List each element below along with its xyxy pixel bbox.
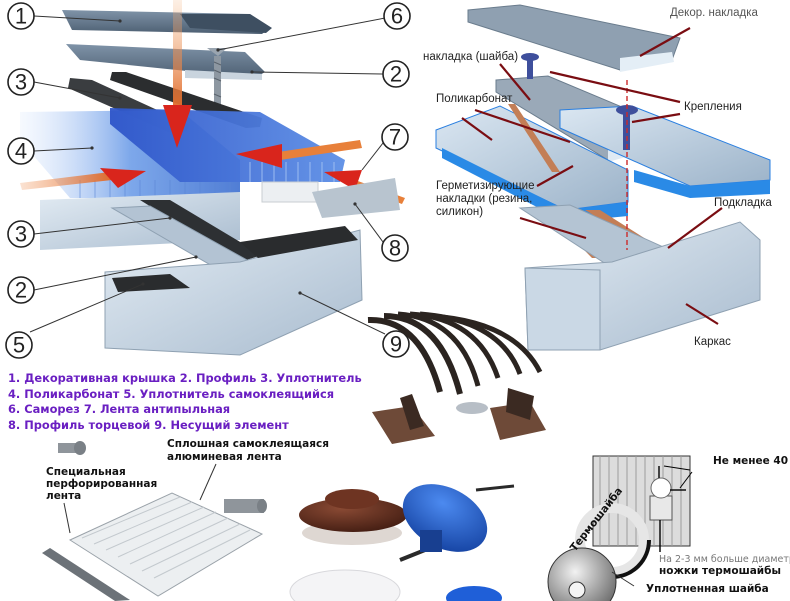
parts-legend: 1. Декоративная крышка 2. Профиль 3. Упл… bbox=[8, 371, 362, 433]
callout-2-lower: 2 bbox=[7, 255, 198, 304]
label-underlay: Подкладка bbox=[714, 197, 772, 209]
callout-7: 7 bbox=[361, 123, 409, 171]
label-solid-tape-2: алюминевая лента bbox=[167, 451, 282, 463]
label-sealing-1: Герметизирующие bbox=[436, 180, 534, 192]
svg-text:2: 2 bbox=[15, 278, 27, 303]
part-screw bbox=[207, 48, 227, 116]
part-self-adhesive-seal-left bbox=[112, 274, 190, 292]
callout-5: 5 bbox=[5, 282, 145, 359]
thermowashers-photo bbox=[289, 484, 515, 601]
callout-3-lower: 3 bbox=[7, 216, 172, 248]
blue-cap bbox=[446, 586, 502, 601]
end-profile-strip bbox=[42, 548, 130, 601]
exploded-view bbox=[20, 0, 405, 356]
svg-text:5: 5 bbox=[13, 333, 25, 358]
callout-1: 1 bbox=[7, 2, 122, 30]
svg-text:6: 6 bbox=[391, 4, 403, 29]
callout-9: 9 bbox=[298, 291, 410, 358]
callout-6: 6 bbox=[216, 2, 411, 52]
callout-4: 4 bbox=[7, 137, 94, 165]
bracket-left bbox=[372, 394, 435, 444]
brown-thermowasher bbox=[299, 489, 407, 545]
callout-3-top: 3 bbox=[7, 68, 122, 100]
legend-line-3: 6. Саморез 7. Лента антипыльная bbox=[8, 402, 231, 416]
arrow-down bbox=[163, 0, 192, 148]
arched-profiles-kit bbox=[367, 311, 546, 444]
label-decor-cover: Декор. накладка bbox=[670, 7, 759, 19]
tape-diagram: Сплошная самоклеящаяся алюминевая лента … bbox=[42, 438, 329, 601]
legend-line-1: 1. Декоративная крышка 2. Профиль 3. Упл… bbox=[8, 371, 362, 385]
label-washer-cover: накладка (шайба) bbox=[423, 51, 518, 63]
callout-8: 8 bbox=[353, 202, 409, 262]
aluminium-tape-roll bbox=[224, 499, 267, 513]
bracket-right bbox=[490, 388, 546, 440]
label-frame: Каркас bbox=[694, 336, 731, 348]
blue-thermowasher bbox=[399, 484, 515, 562]
white-washer bbox=[289, 569, 401, 601]
label-fasteners: Крепления bbox=[684, 101, 742, 113]
label-sealed-washer: Уплотненная шайба bbox=[646, 583, 769, 595]
label-solid-tape-1: Сплошная самоклеящаяся bbox=[167, 438, 329, 450]
svg-text:3: 3 bbox=[15, 222, 27, 247]
arrow-right-left bbox=[20, 168, 146, 190]
polycarbonate-sheet bbox=[68, 492, 264, 597]
arrow-left-right bbox=[236, 140, 362, 168]
part-seal-lower bbox=[140, 200, 262, 262]
part-end-profile bbox=[312, 178, 400, 218]
svg-text:7: 7 bbox=[389, 125, 401, 150]
label-hole-note-2: ножки термошайбы bbox=[659, 565, 781, 577]
joint-leaders bbox=[461, 27, 723, 325]
svg-text:2: 2 bbox=[390, 62, 402, 87]
callout-markers: 1 6 2 3 4 7 3 8 bbox=[5, 2, 411, 359]
label-perforated-2: перфорированная bbox=[46, 478, 157, 490]
svg-text:9: 9 bbox=[390, 332, 402, 357]
part-bearing-element bbox=[104, 229, 363, 356]
legend-line-4: 8. Профиль торцевой 9. Несущий элемент bbox=[8, 417, 289, 432]
part-anti-dust-tape bbox=[261, 181, 319, 203]
legend-line-2: 4. Поликарбонат 5. Уплотнитель самоклеящ… bbox=[8, 386, 335, 401]
label-min-distance: Не менее 40 мм bbox=[713, 455, 790, 467]
label-sealing-3: силикон) bbox=[436, 206, 483, 218]
svg-text:8: 8 bbox=[389, 236, 401, 261]
joint-sealing-strip-top bbox=[508, 104, 560, 172]
label-sealing-2: накладки (резина, bbox=[436, 193, 532, 205]
label-polycarbonate: Поликарбонат bbox=[436, 93, 513, 105]
label-perforated-1: Специальная bbox=[46, 466, 126, 478]
thermowasher-disc bbox=[547, 547, 617, 601]
part-self-adhesive-seal-right bbox=[240, 226, 358, 258]
svg-text:4: 4 bbox=[15, 139, 27, 164]
callout-2-top: 2 bbox=[250, 60, 410, 88]
svg-text:3: 3 bbox=[15, 70, 27, 95]
perforated-tape-roll bbox=[58, 441, 86, 455]
screws-pile bbox=[456, 402, 488, 414]
svg-text:1: 1 bbox=[15, 4, 27, 29]
joint-diagram: Декор. накладка накладка (шайба) Поликар… bbox=[423, 4, 772, 351]
label-perforated-3: лента bbox=[46, 490, 81, 502]
thermowasher-diagram: Не менее 40 мм На 2-3 мм больше диаметра… bbox=[547, 455, 790, 601]
joint-screw-upper bbox=[521, 53, 539, 79]
label-hole-note-1: На 2-3 мм больше диаметра bbox=[659, 554, 790, 565]
